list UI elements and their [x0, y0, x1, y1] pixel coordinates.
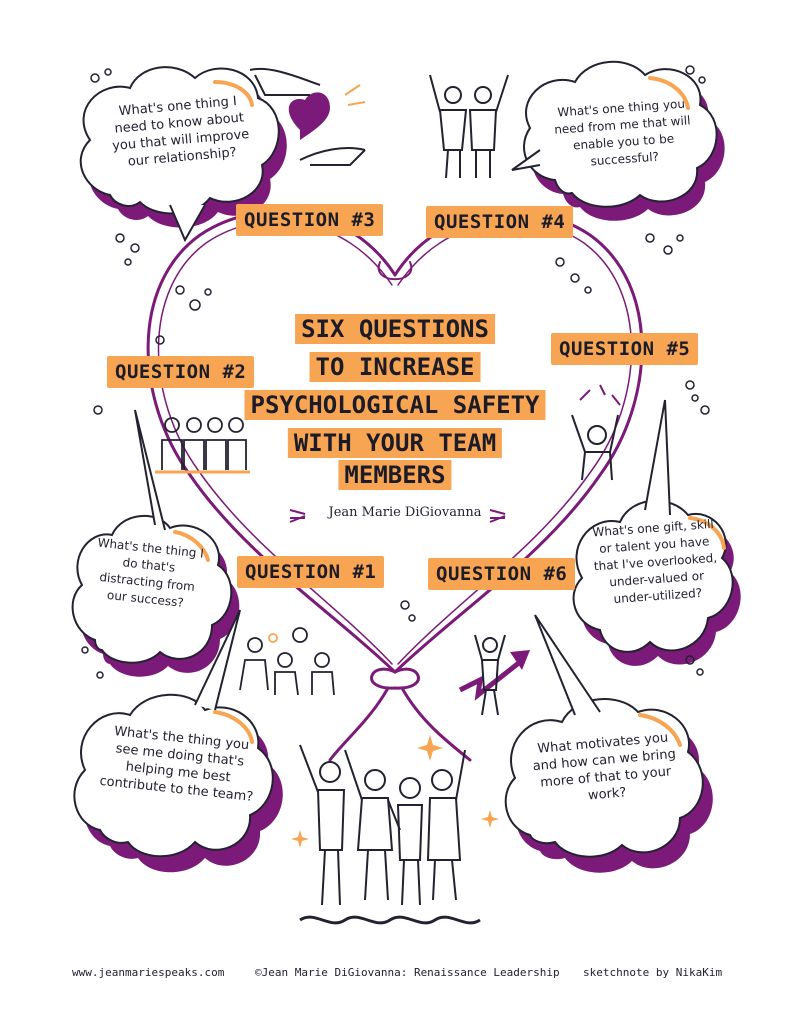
question-text-4: What's one thing you need from me that w… — [553, 96, 691, 169]
arrow-up-icon — [458, 634, 530, 716]
author-name: Jean Marie DiGiovanna — [328, 505, 482, 520]
cloud-q5 — [572, 399, 741, 666]
cloud-q4 — [511, 60, 725, 221]
cloud-q3 — [79, 66, 287, 243]
question-label-1: QUESTION #1 — [237, 556, 385, 588]
sparkle-icon — [291, 735, 499, 848]
cloud-q6 — [504, 614, 713, 873]
title-line-1: SIX QUESTIONS — [295, 314, 495, 344]
title-line-5: MEMBERS — [338, 460, 452, 490]
footer-website[interactable]: www.jeanmariespeaks.com — [72, 966, 225, 979]
person-q5-icon — [571, 384, 621, 481]
footer-copyright: ©Jean Marie DiGiovanna: Renaissance Lead… — [255, 966, 560, 979]
bubbles — [81, 65, 710, 679]
question-label-5: QUESTION #5 — [551, 333, 699, 365]
footer-credit: sketchnote by NikaKim — [583, 966, 723, 979]
question-text-2: What's the thing I do that's distracting… — [96, 535, 205, 610]
group-q2-icon — [155, 417, 250, 474]
title-line-4: WITH YOUR TEAM — [287, 428, 503, 458]
question-label-2: QUESTION #2 — [107, 356, 255, 388]
question-text-6: What motivates you and how can we bring … — [532, 730, 677, 804]
cloud-q2 — [71, 409, 240, 677]
title-line-3: PSYCHOLOGICAL SAFETY — [244, 390, 546, 420]
group-q1-icon — [239, 627, 335, 696]
question-text-5: What's one gift, skill or talent you hav… — [591, 516, 718, 606]
author-flourish — [289, 509, 506, 523]
wavy-line — [299, 915, 481, 925]
question-label-3: QUESTION #3 — [236, 204, 384, 236]
people-top-icon — [429, 74, 509, 179]
question-label-6: QUESTION #6 — [428, 558, 576, 590]
question-label-4: QUESTION #4 — [426, 206, 574, 238]
title-line-2: TO INCREASE — [309, 352, 481, 382]
heart-hands-icon — [249, 67, 366, 166]
cloud-q1 — [73, 609, 283, 873]
title-block: SIX QUESTIONS TO INCREASE PSYCHOLOGICAL … — [230, 310, 560, 500]
question-text-3: What's one thing I need to know about yo… — [111, 93, 250, 170]
people-group-icon — [299, 744, 466, 906]
